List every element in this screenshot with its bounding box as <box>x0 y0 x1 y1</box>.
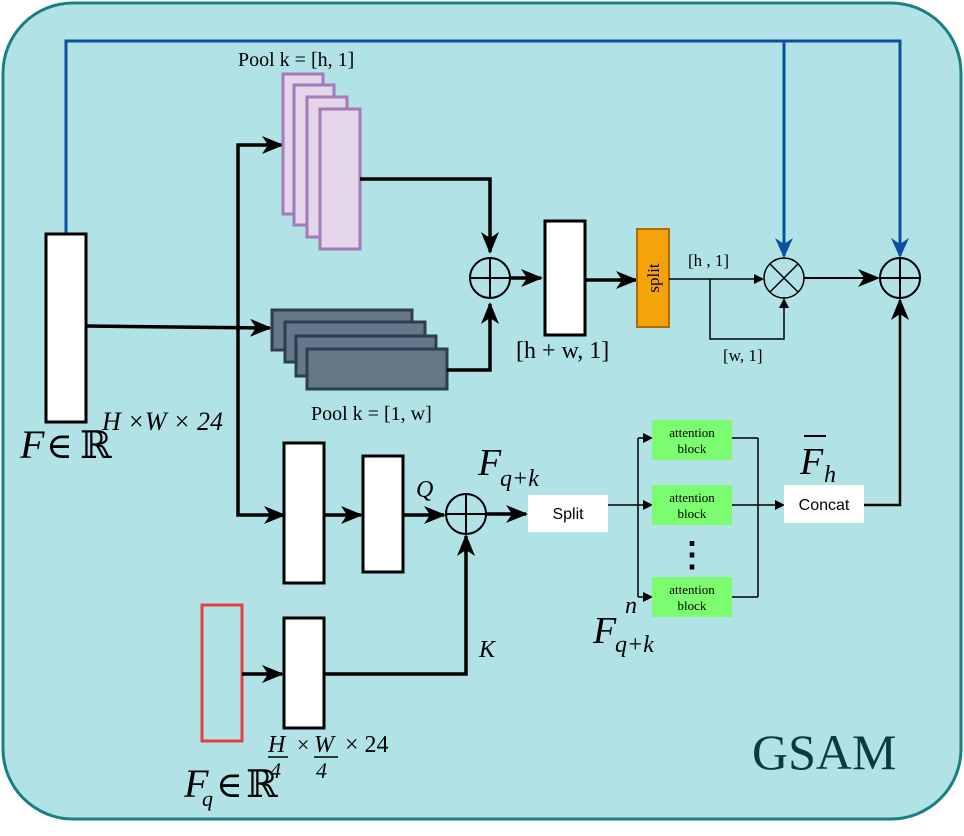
svg-text:F: F <box>477 442 502 484</box>
k-label: K <box>478 637 497 663</box>
query-conv-block <box>282 616 326 730</box>
concat-box <box>784 485 864 523</box>
svg-text:4: 4 <box>316 758 327 783</box>
svg-text:H ×W × 24: H ×W × 24 <box>101 407 223 436</box>
fh-math-label: F h <box>799 435 836 488</box>
add-operator-middle <box>445 493 487 535</box>
pool-h-label: Pool k = [h, 1] <box>238 49 354 71</box>
svg-text:F: F <box>799 441 824 483</box>
attention-block-n: attention block <box>652 577 732 617</box>
attention-ellipsis: ⋮ <box>675 537 709 574</box>
pool-w-label: Pool k = [1, w] <box>311 403 432 425</box>
add-operator-right <box>879 257 921 299</box>
split-out-h-label: [h , 1] <box>688 251 729 270</box>
attention-block-1: attention block <box>652 420 732 460</box>
pool-w-stack <box>270 308 449 391</box>
lower-path-lines <box>324 505 528 524</box>
svg-text:F: F <box>19 422 45 467</box>
split-box <box>528 495 608 532</box>
pool-to-add-lines <box>360 177 543 372</box>
attention-block-2: attention block <box>652 485 732 525</box>
svg-text:F: F <box>592 610 617 652</box>
split-box-label: Split <box>552 506 584 523</box>
svg-text:attention: attention <box>669 425 715 440</box>
svg-text:∈: ∈ <box>216 765 243 805</box>
input-feature-block <box>44 232 88 424</box>
svg-text:block: block <box>678 506 707 521</box>
trunk-lines <box>85 136 286 524</box>
svg-text:block: block <box>678 441 707 456</box>
input-math-label: F ∈ ℝ H ×W × 24 <box>19 407 223 467</box>
skip-connection-lines <box>64 39 909 258</box>
attention-fanout-lines <box>608 433 785 602</box>
svg-text:h: h <box>824 462 836 488</box>
k-line <box>324 534 475 676</box>
query-math-label: F q ∈ ℝ H 4 × W 4 × 24 <box>183 732 389 811</box>
concat-hw-label: [h + w, 1] <box>516 338 609 364</box>
svg-text:W: W <box>314 732 336 758</box>
concat-hw-block <box>543 219 587 337</box>
svg-text:q: q <box>202 786 213 811</box>
svg-text:4: 4 <box>270 758 281 783</box>
conv-block-2 <box>361 454 405 574</box>
svg-text:×: × <box>297 732 309 757</box>
split-vertical-label: split <box>644 263 663 293</box>
fqkn-math-label: F n q+k <box>592 593 654 658</box>
svg-text:F: F <box>183 761 209 806</box>
svg-text:attention: attention <box>669 582 715 597</box>
svg-text:block: block <box>678 598 707 613</box>
svg-text:n: n <box>625 593 637 619</box>
concat-box-label: Concat <box>799 497 850 514</box>
svg-text:H: H <box>267 732 287 758</box>
svg-text:ℝ: ℝ <box>246 764 278 806</box>
split-vertical-block <box>636 228 670 328</box>
add-operator-top <box>469 257 511 299</box>
split-out-w-label: [w, 1] <box>723 346 763 365</box>
module-title: GSAM <box>752 724 896 780</box>
split-output-lines <box>669 274 789 340</box>
svg-text:ℝ: ℝ <box>80 425 112 467</box>
fqk-math-label: F q+k <box>477 442 539 492</box>
svg-text:∈: ∈ <box>46 426 73 466</box>
pool-h-stack <box>281 72 362 251</box>
svg-text:q+k: q+k <box>615 632 654 658</box>
svg-text:× 24: × 24 <box>345 732 389 758</box>
svg-text:attention: attention <box>669 490 715 505</box>
concat-to-add-line <box>864 298 909 507</box>
svg-text:q+k: q+k <box>500 466 539 492</box>
q-label: Q <box>416 477 433 503</box>
conv-block-1 <box>282 441 326 585</box>
